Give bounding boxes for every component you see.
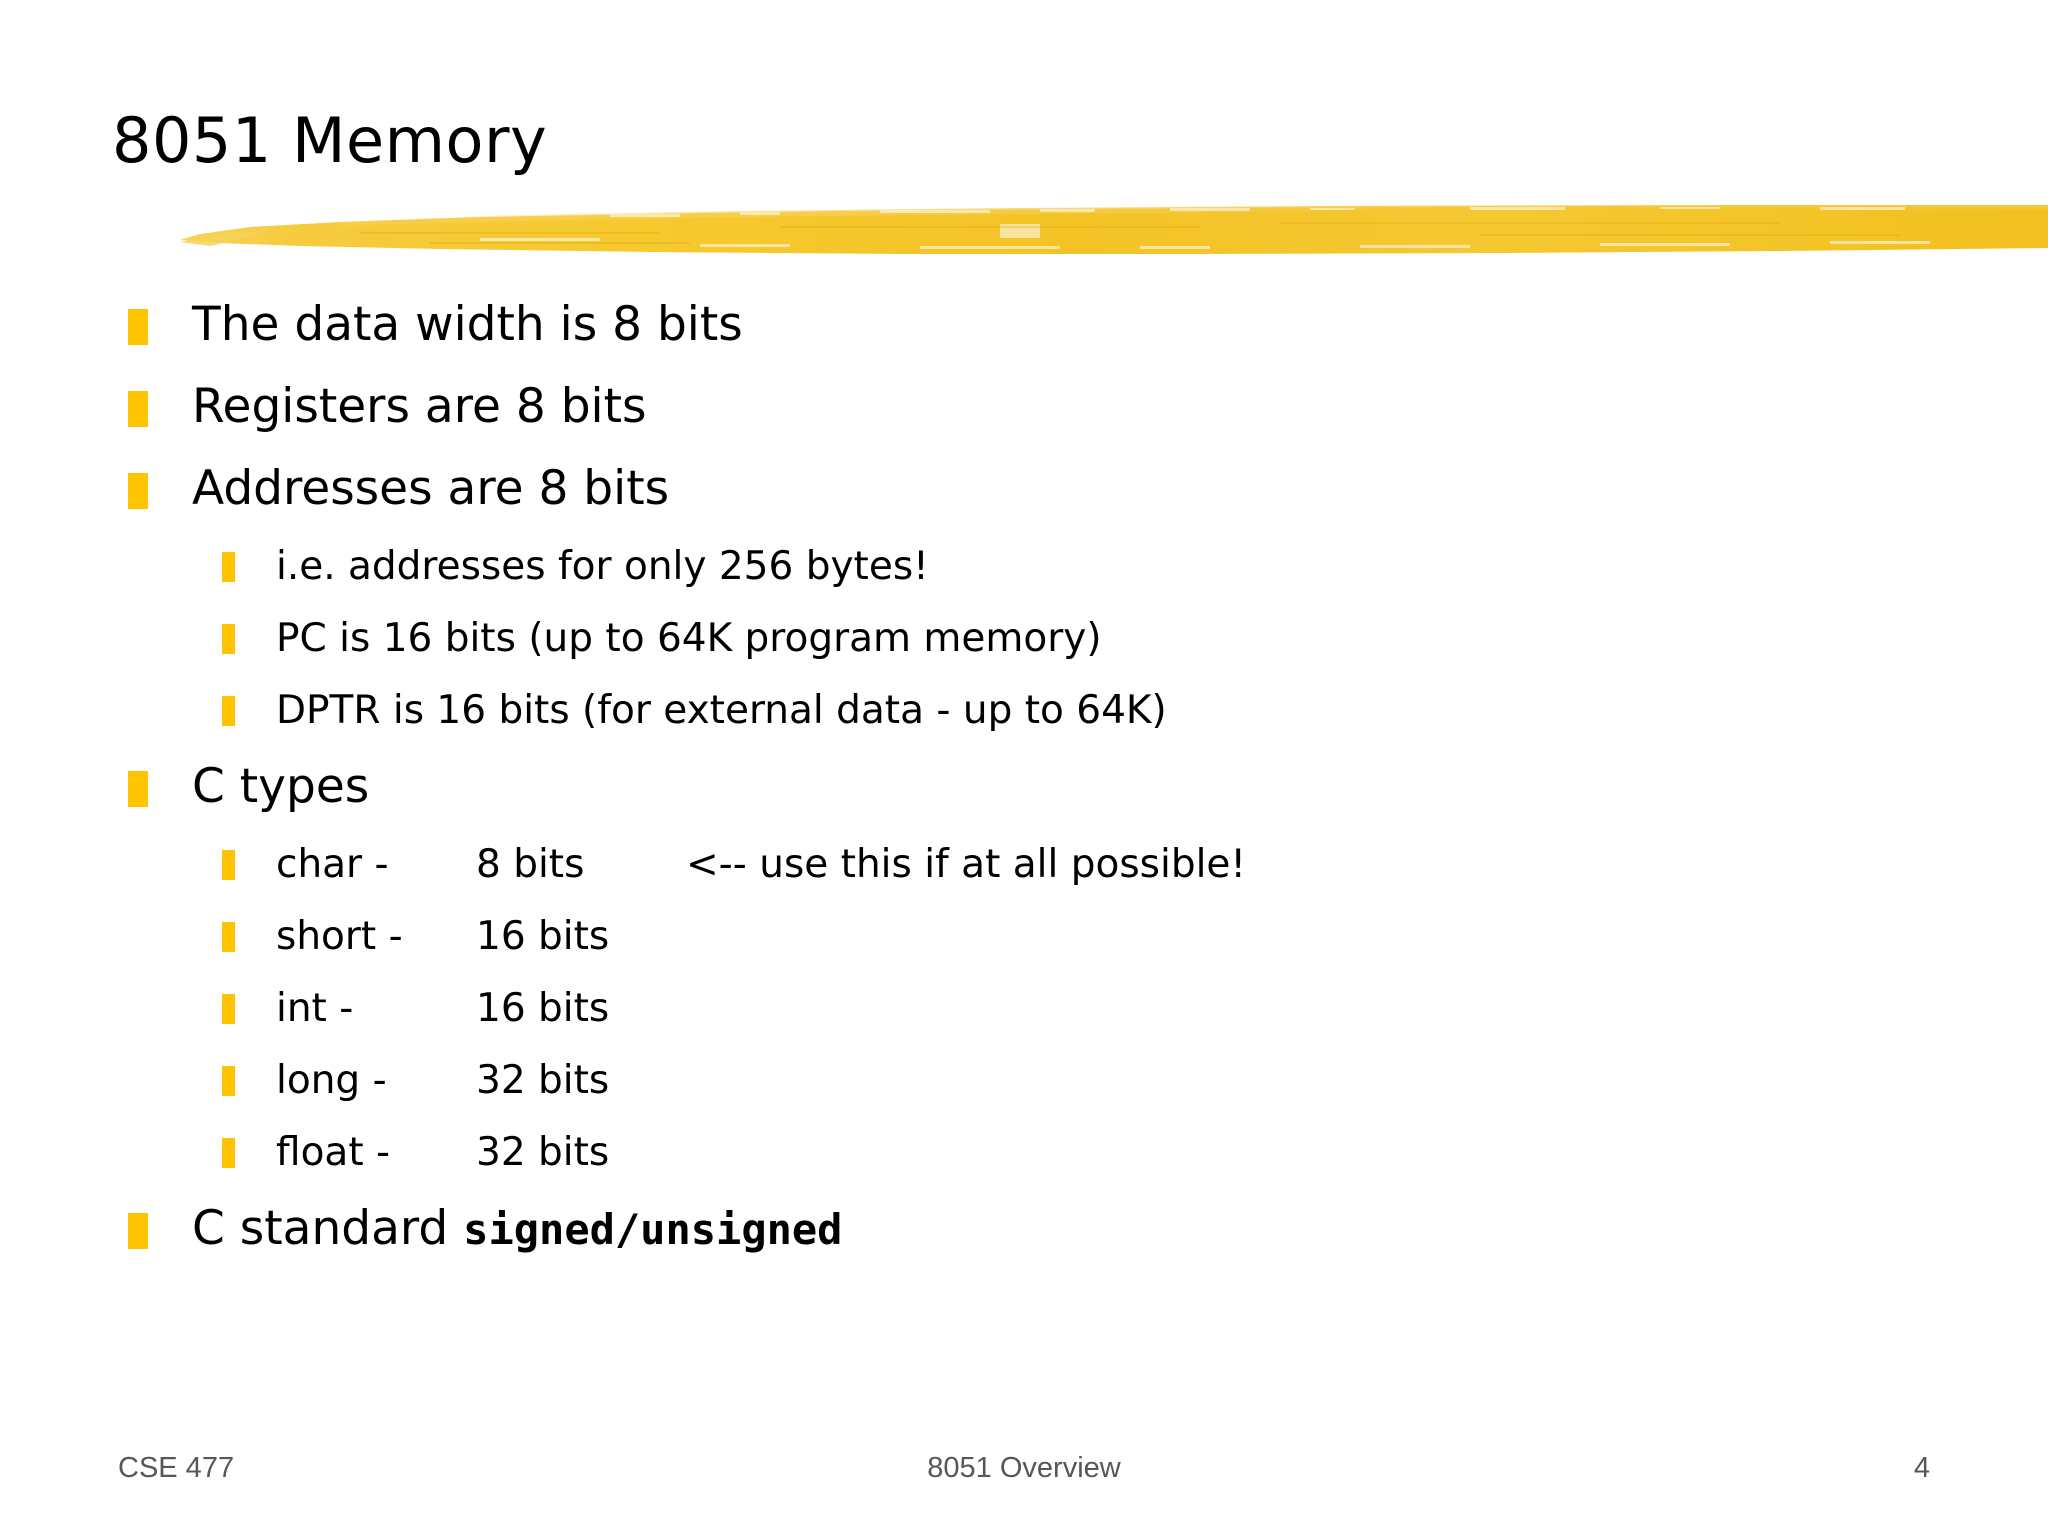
c-type-name: short - [276,914,403,959]
list-item: C types [0,754,2048,836]
c-type-row: long - 32 bits [0,1052,2048,1124]
list-item-label: Addresses are 8 bits [192,461,670,516]
footer-course: CSE 477 [118,1452,235,1484]
c-type-line: long - 32 bits [276,1052,686,1110]
c-standard-prefix: C standard [192,1201,464,1256]
c-type-size: 32 bits [476,1058,610,1103]
sub-list-item: i.e. addresses for only 256 bytes! [0,538,2048,610]
c-type-size: 32 bits [476,1130,610,1175]
sub-list-item: PC is 16 bits (up to 64K program memory) [0,610,2048,682]
bullet-marker-icon [128,1213,148,1249]
sub-list-item-label: i.e. addresses for only 256 bytes! [276,544,929,589]
sub-bullet-marker-icon [222,1138,235,1168]
bullet-marker-icon [128,309,148,345]
c-type-size: 16 bits [476,986,610,1031]
sub-list-item-label: DPTR is 16 bits (for external data - up … [276,688,1167,733]
sub-bullet-marker-icon [222,624,235,654]
c-type-row: int - 16 bits [0,980,2048,1052]
c-type-size: 16 bits [476,914,610,959]
slide-footer: CSE 477 8051 Overview 4 [0,1452,2048,1502]
bullet-list: The data width is 8 bits Registers are 8… [0,292,2048,1278]
c-type-name: long - [276,1058,387,1103]
sub-list-item: DPTR is 16 bits (for external data - up … [0,682,2048,754]
c-type-line: float - 32 bits [276,1124,686,1182]
brush-stroke-divider-icon [180,196,2048,266]
c-standard-line: C standard signed/unsigned [192,1196,842,1263]
list-item-label: The data width is 8 bits [192,297,743,352]
c-type-line: int - 16 bits [276,980,686,1038]
c-type-name: int - [276,986,354,1031]
list-item-label: C types [192,759,370,814]
c-type-note: <-- use this if at all possible! [686,842,1247,887]
c-type-line: char - 8 bits <-- use this if at all possi… [276,836,1246,894]
bullet-marker-icon [128,391,148,427]
sub-bullet-marker-icon [222,1066,235,1096]
list-item: Registers are 8 bits [0,374,2048,456]
c-type-name: char - [276,842,389,887]
c-type-name: float - [276,1130,391,1175]
sub-bullet-marker-icon [222,850,235,880]
footer-page-number: 4 [1913,1452,1930,1484]
list-item: Addresses are 8 bits [0,456,2048,538]
sub-bullet-marker-icon [222,922,235,952]
list-item-label: Registers are 8 bits [192,379,647,434]
c-type-line: short - 16 bits [276,908,686,966]
page-title: 8051 Memory [112,104,548,177]
sub-list-item-label: PC is 16 bits (up to 64K program memory) [276,616,1102,661]
sub-bullet-marker-icon [222,552,235,582]
c-type-row: short - 16 bits [0,908,2048,980]
sub-bullet-marker-icon [222,696,235,726]
list-item: C standard signed/unsigned [0,1196,2048,1278]
sub-bullet-marker-icon [222,994,235,1024]
c-type-size: 8 bits [476,842,585,887]
c-standard-mono: signed/unsigned [463,1205,843,1254]
c-type-row: float - 32 bits [0,1124,2048,1196]
list-item: The data width is 8 bits [0,292,2048,374]
footer-deck-title: 8051 Overview [927,1452,1121,1484]
c-type-row: char - 8 bits <-- use this if at all possi… [0,836,2048,908]
bullet-marker-icon [128,771,148,807]
bullet-marker-icon [128,473,148,509]
